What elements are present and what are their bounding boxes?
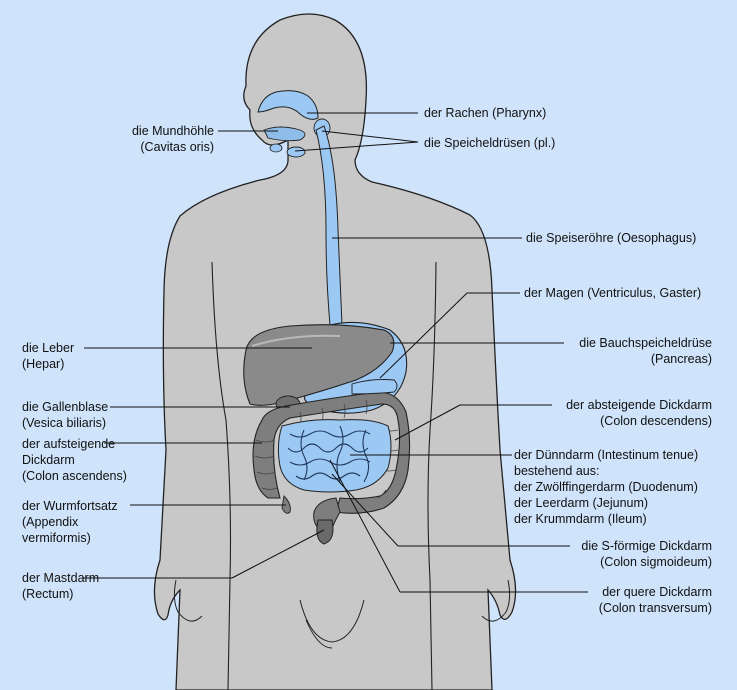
label-querer-dickdarm-line1: der quere Dickdarm	[602, 585, 712, 599]
label-leber-line1: die Leber	[22, 341, 75, 355]
label-duenndarm-line1: der Dünndarm (Intestinum tenue)	[514, 448, 699, 462]
label-speiseroehre-line1: die Speiseröhre (Oesophagus)	[526, 231, 697, 245]
label-rachen: der Rachen (Pharynx)	[424, 105, 546, 121]
label-s-foermiger-dickdarm-line2: (Colon sigmoideum)	[600, 555, 712, 569]
label-wurmfortsatz: der Wurmfortsatz (Appendix vermiformis)	[22, 498, 118, 546]
label-mundhoehle: die Mundhöhle (Cavitas oris)	[108, 123, 214, 155]
rectum	[316, 519, 334, 545]
label-gallenblase-line1: die Gallenblase	[22, 400, 109, 414]
label-s-foermiger-dickdarm-line1: die S-förmige Dickdarm	[581, 539, 712, 553]
label-magen-line1: der Magen (Ventriculus, Gaster)	[524, 286, 702, 300]
label-mundhoehle-line1: die Mundhöhle	[131, 124, 214, 138]
label-speicheldruesen: die Speicheldrüsen (pl.)	[424, 135, 555, 151]
label-leber-line2: (Hepar)	[22, 357, 65, 371]
label-absteigender-dickdarm-line1: der absteigende Dickdarm	[566, 398, 712, 412]
label-magen: der Magen (Ventriculus, Gaster)	[524, 285, 701, 301]
label-mastdarm-line2: (Rectum)	[22, 587, 74, 601]
label-duenndarm-line4: der Leerdarm (Jejunum)	[514, 496, 649, 510]
appendix	[281, 495, 291, 514]
pancreas	[351, 379, 398, 395]
label-duenndarm: der Dünndarm (Intestinum tenue) bestehen…	[514, 447, 698, 527]
label-aufsteigender-dickdarm: der aufsteigende Dickdarm (Colon ascende…	[22, 436, 127, 484]
label-bauchspeicheldruese-line2: (Pancreas)	[650, 352, 712, 366]
label-speicheldruesen-line1: die Speicheldrüsen (pl.)	[424, 136, 556, 150]
label-duenndarm-line5: der Krummdarm (Ileum)	[514, 512, 647, 526]
label-absteigender-dickdarm-line2: (Colon descendens)	[600, 414, 712, 428]
label-mastdarm-line1: der Mastdarm	[22, 571, 100, 585]
label-duenndarm-line3: der Zwölffingerdarm (Duodenum)	[514, 480, 698, 494]
label-aufsteigender-dickdarm-line1: der aufsteigende	[22, 437, 116, 451]
large-intestine	[252, 391, 411, 545]
liver	[243, 324, 395, 406]
label-bauchspeicheldruese-line1: die Bauchspeicheldrüse	[579, 336, 712, 350]
label-querer-dickdarm-line2: (Colon transversum)	[598, 601, 712, 615]
head-organs	[257, 90, 331, 158]
label-absteigender-dickdarm: der absteigende Dickdarm (Colon descende…	[552, 397, 712, 429]
leader-lines	[82, 112, 588, 593]
small-intestine	[277, 419, 392, 493]
label-aufsteigender-dickdarm-line3: (Colon ascendens)	[22, 469, 127, 483]
label-bauchspeicheldruese: die Bauchspeicheldrüse (Pancreas)	[560, 335, 712, 367]
label-speiseroehre: die Speiseröhre (Oesophagus)	[526, 230, 696, 246]
label-s-foermiger-dickdarm: die S-förmige Dickdarm (Colon sigmoideum…	[560, 538, 712, 570]
label-rachen-line1: der Rachen (Pharynx)	[424, 106, 547, 120]
label-wurmfortsatz-line3: vermiformis)	[22, 531, 91, 545]
label-mastdarm: der Mastdarm (Rectum)	[22, 570, 99, 602]
label-aufsteigender-dickdarm-line2: Dickdarm	[22, 453, 75, 467]
label-querer-dickdarm: der quere Dickdarm (Colon transversum)	[580, 584, 712, 616]
label-gallenblase: die Gallenblase (Vesica biliaris)	[22, 399, 108, 431]
label-wurmfortsatz-line1: der Wurmfortsatz	[22, 499, 118, 513]
label-leber: die Leber (Hepar)	[22, 340, 74, 372]
label-wurmfortsatz-line2: (Appendix	[22, 515, 79, 529]
label-mundhoehle-line2: (Cavitas oris)	[140, 140, 214, 154]
label-gallenblase-line2: (Vesica biliaris)	[22, 416, 107, 430]
label-duenndarm-line2: bestehend aus:	[514, 464, 600, 478]
